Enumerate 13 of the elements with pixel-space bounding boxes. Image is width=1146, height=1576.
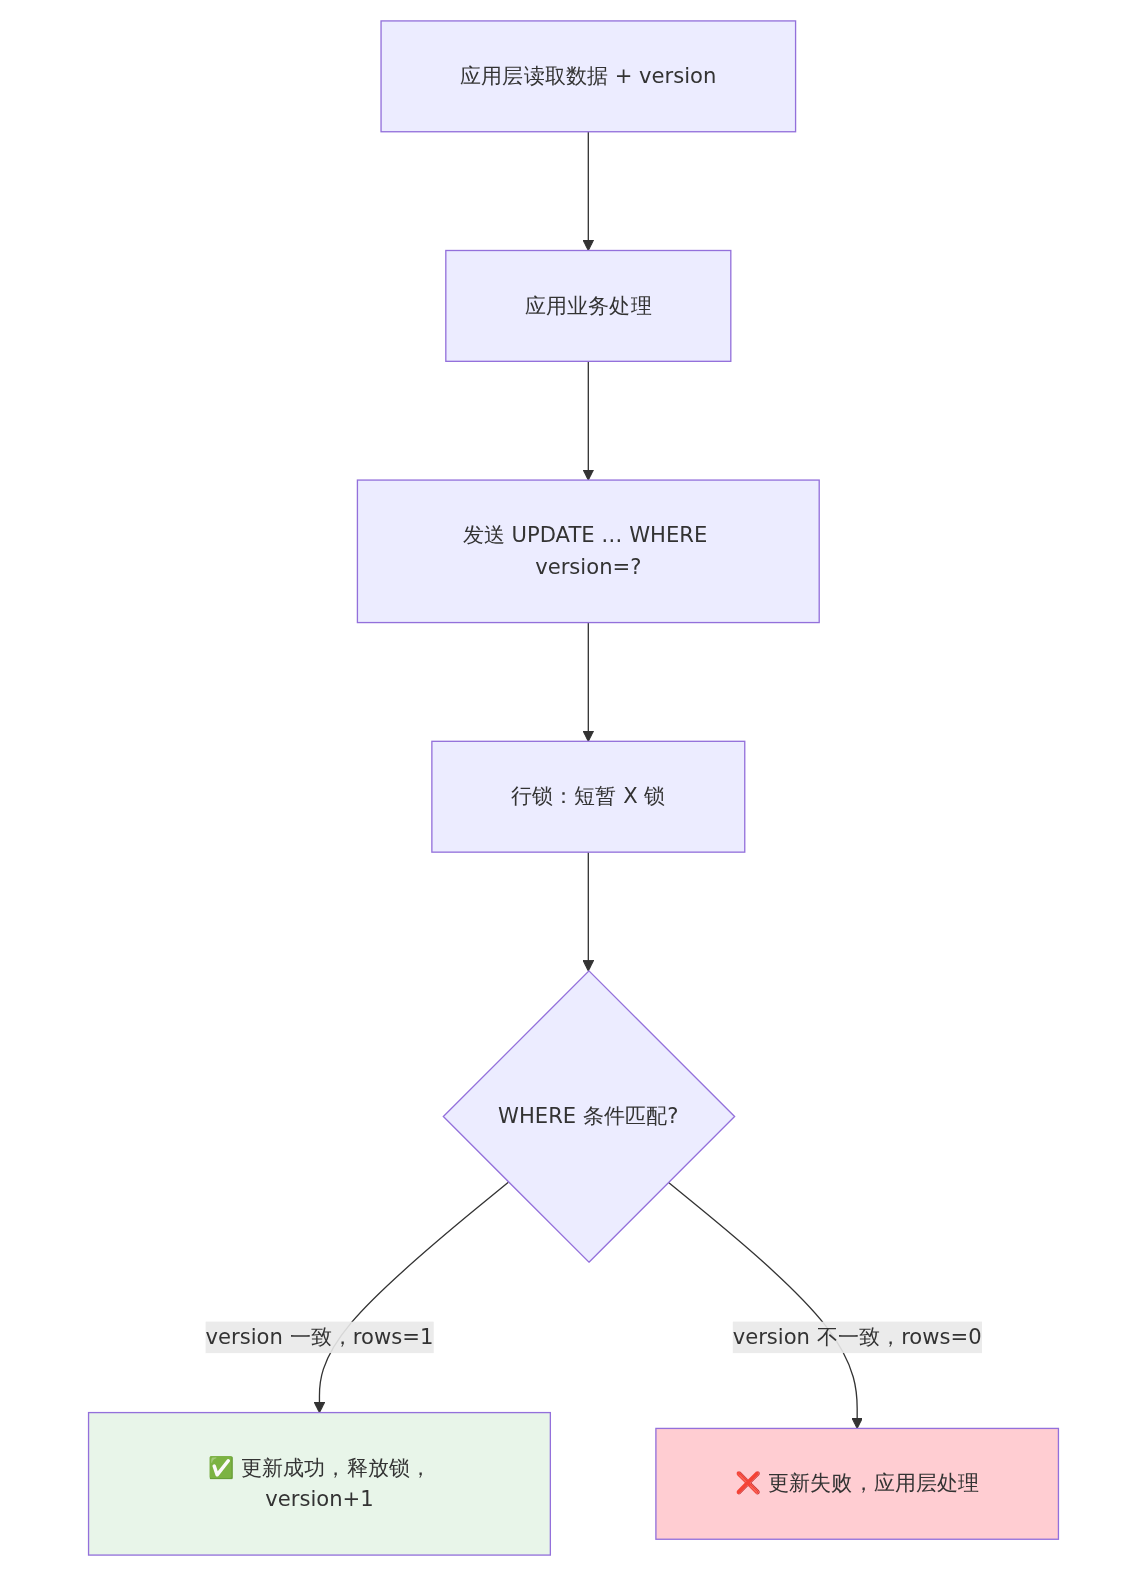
arrow bbox=[582, 851, 594, 972]
node-box: ✅ 更新成功，释放锁，version+1 bbox=[87, 1411, 551, 1556]
node-box: 行锁：短暂 X 锁 bbox=[430, 740, 745, 853]
edge-label: version 不一致，rows=0 bbox=[732, 1324, 982, 1350]
node-box: 应用层读取数据 + version bbox=[379, 20, 796, 133]
node-box: 应用业务处理 bbox=[444, 249, 731, 362]
arrow bbox=[582, 621, 594, 742]
node-box: ❌ 更新失败，应用层处理 bbox=[654, 1427, 1059, 1540]
node-box: 发送 UPDATE … WHERE version=? bbox=[356, 479, 820, 624]
edge-label: version 一致，rows=1 bbox=[205, 1324, 433, 1350]
node-diamond: WHERE 条件匹配? bbox=[441, 969, 736, 1264]
arrow bbox=[582, 360, 594, 481]
arrow bbox=[582, 131, 594, 251]
